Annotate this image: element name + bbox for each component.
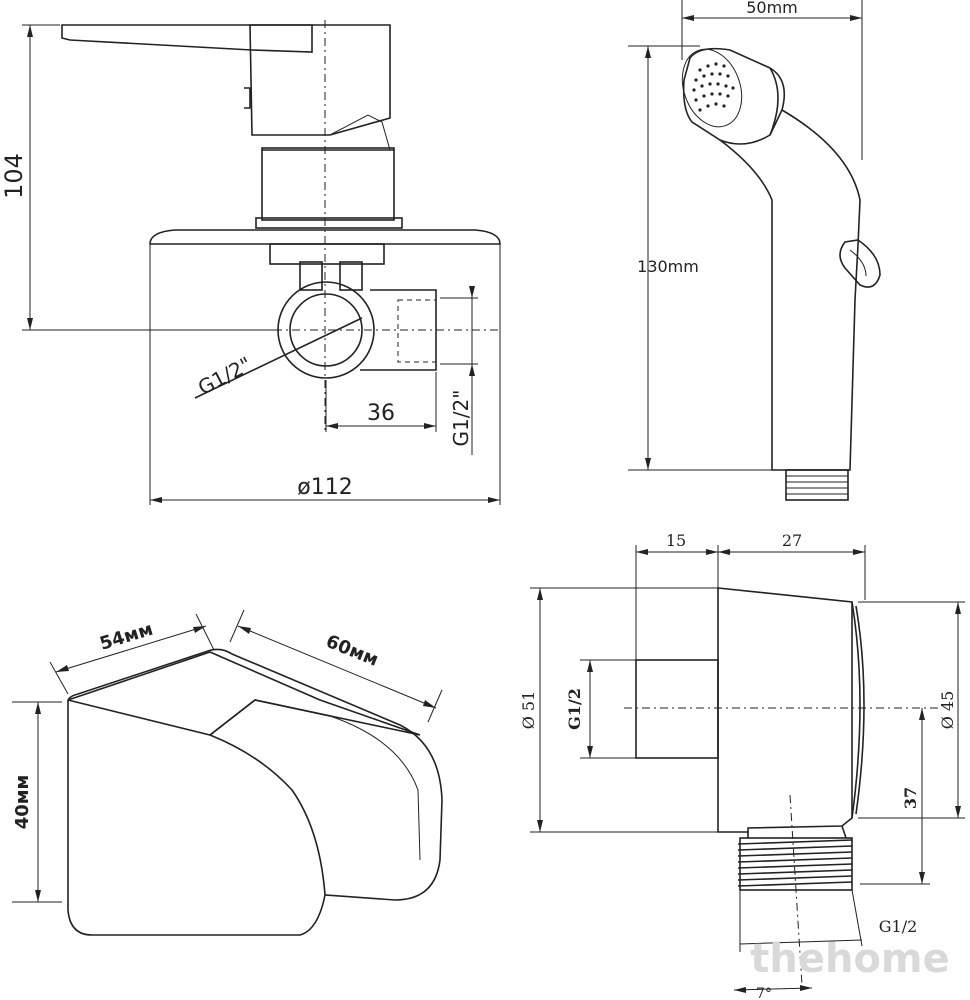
sprayer-thread [785, 469, 849, 501]
mixer-lever [61, 24, 313, 53]
holder-height-label: 40мм [12, 775, 33, 829]
elbow-outlet-thread-label: G1/2 [879, 917, 918, 936]
elbow-angle-label: 7° [756, 986, 772, 1000]
elbow-thread-label: G1/2 [565, 688, 584, 730]
mixer-flange [149, 229, 501, 245]
sprayer-head [682, 47, 786, 145]
sprayer-width-label: 50mm [746, 0, 798, 17]
elbow-dim-15: 15 [666, 531, 686, 550]
mixer-thread-left-label: G1/2" [194, 352, 255, 400]
mixer-neck [261, 147, 395, 221]
elbow-dim-27: 27 [782, 531, 802, 550]
elbow-inlet [635, 659, 719, 759]
holder-body [67, 648, 443, 936]
sprayer-trigger [839, 239, 881, 288]
sprayer-nozzle-holes [692, 62, 735, 112]
mixer-height-label: 104 [0, 153, 28, 199]
elbow-diameter-45: Ø 45 [938, 691, 957, 730]
elbow-body [717, 587, 853, 833]
holder-drawing: 54мм 60мм 40мм [12, 609, 443, 936]
mixer-drawing: 104 36 G1/2" G1/2" ø112 [0, 20, 501, 505]
mixer-body [249, 24, 391, 136]
mixer-diameter-label: ø112 [297, 475, 352, 500]
sprayer-handle [719, 109, 861, 471]
mixer-thread-right-label: G1/2" [449, 390, 473, 447]
elbow-diameter-51: Ø 51 [519, 691, 538, 730]
watermark: thehome [750, 936, 950, 982]
mixer-offset-label: 36 [367, 401, 395, 426]
sprayer-drawing: 50mm 130mm [628, 0, 881, 501]
sprayer-height-label: 130mm [637, 257, 699, 276]
elbow-dim-37: 37 [901, 787, 920, 809]
holder-slot-edge [209, 734, 326, 896]
elbow-drawing: 15 27 Ø 51 G1/2 Ø 45 37 G1/2 [519, 531, 965, 1000]
holder-width-label: 54мм [97, 619, 155, 655]
